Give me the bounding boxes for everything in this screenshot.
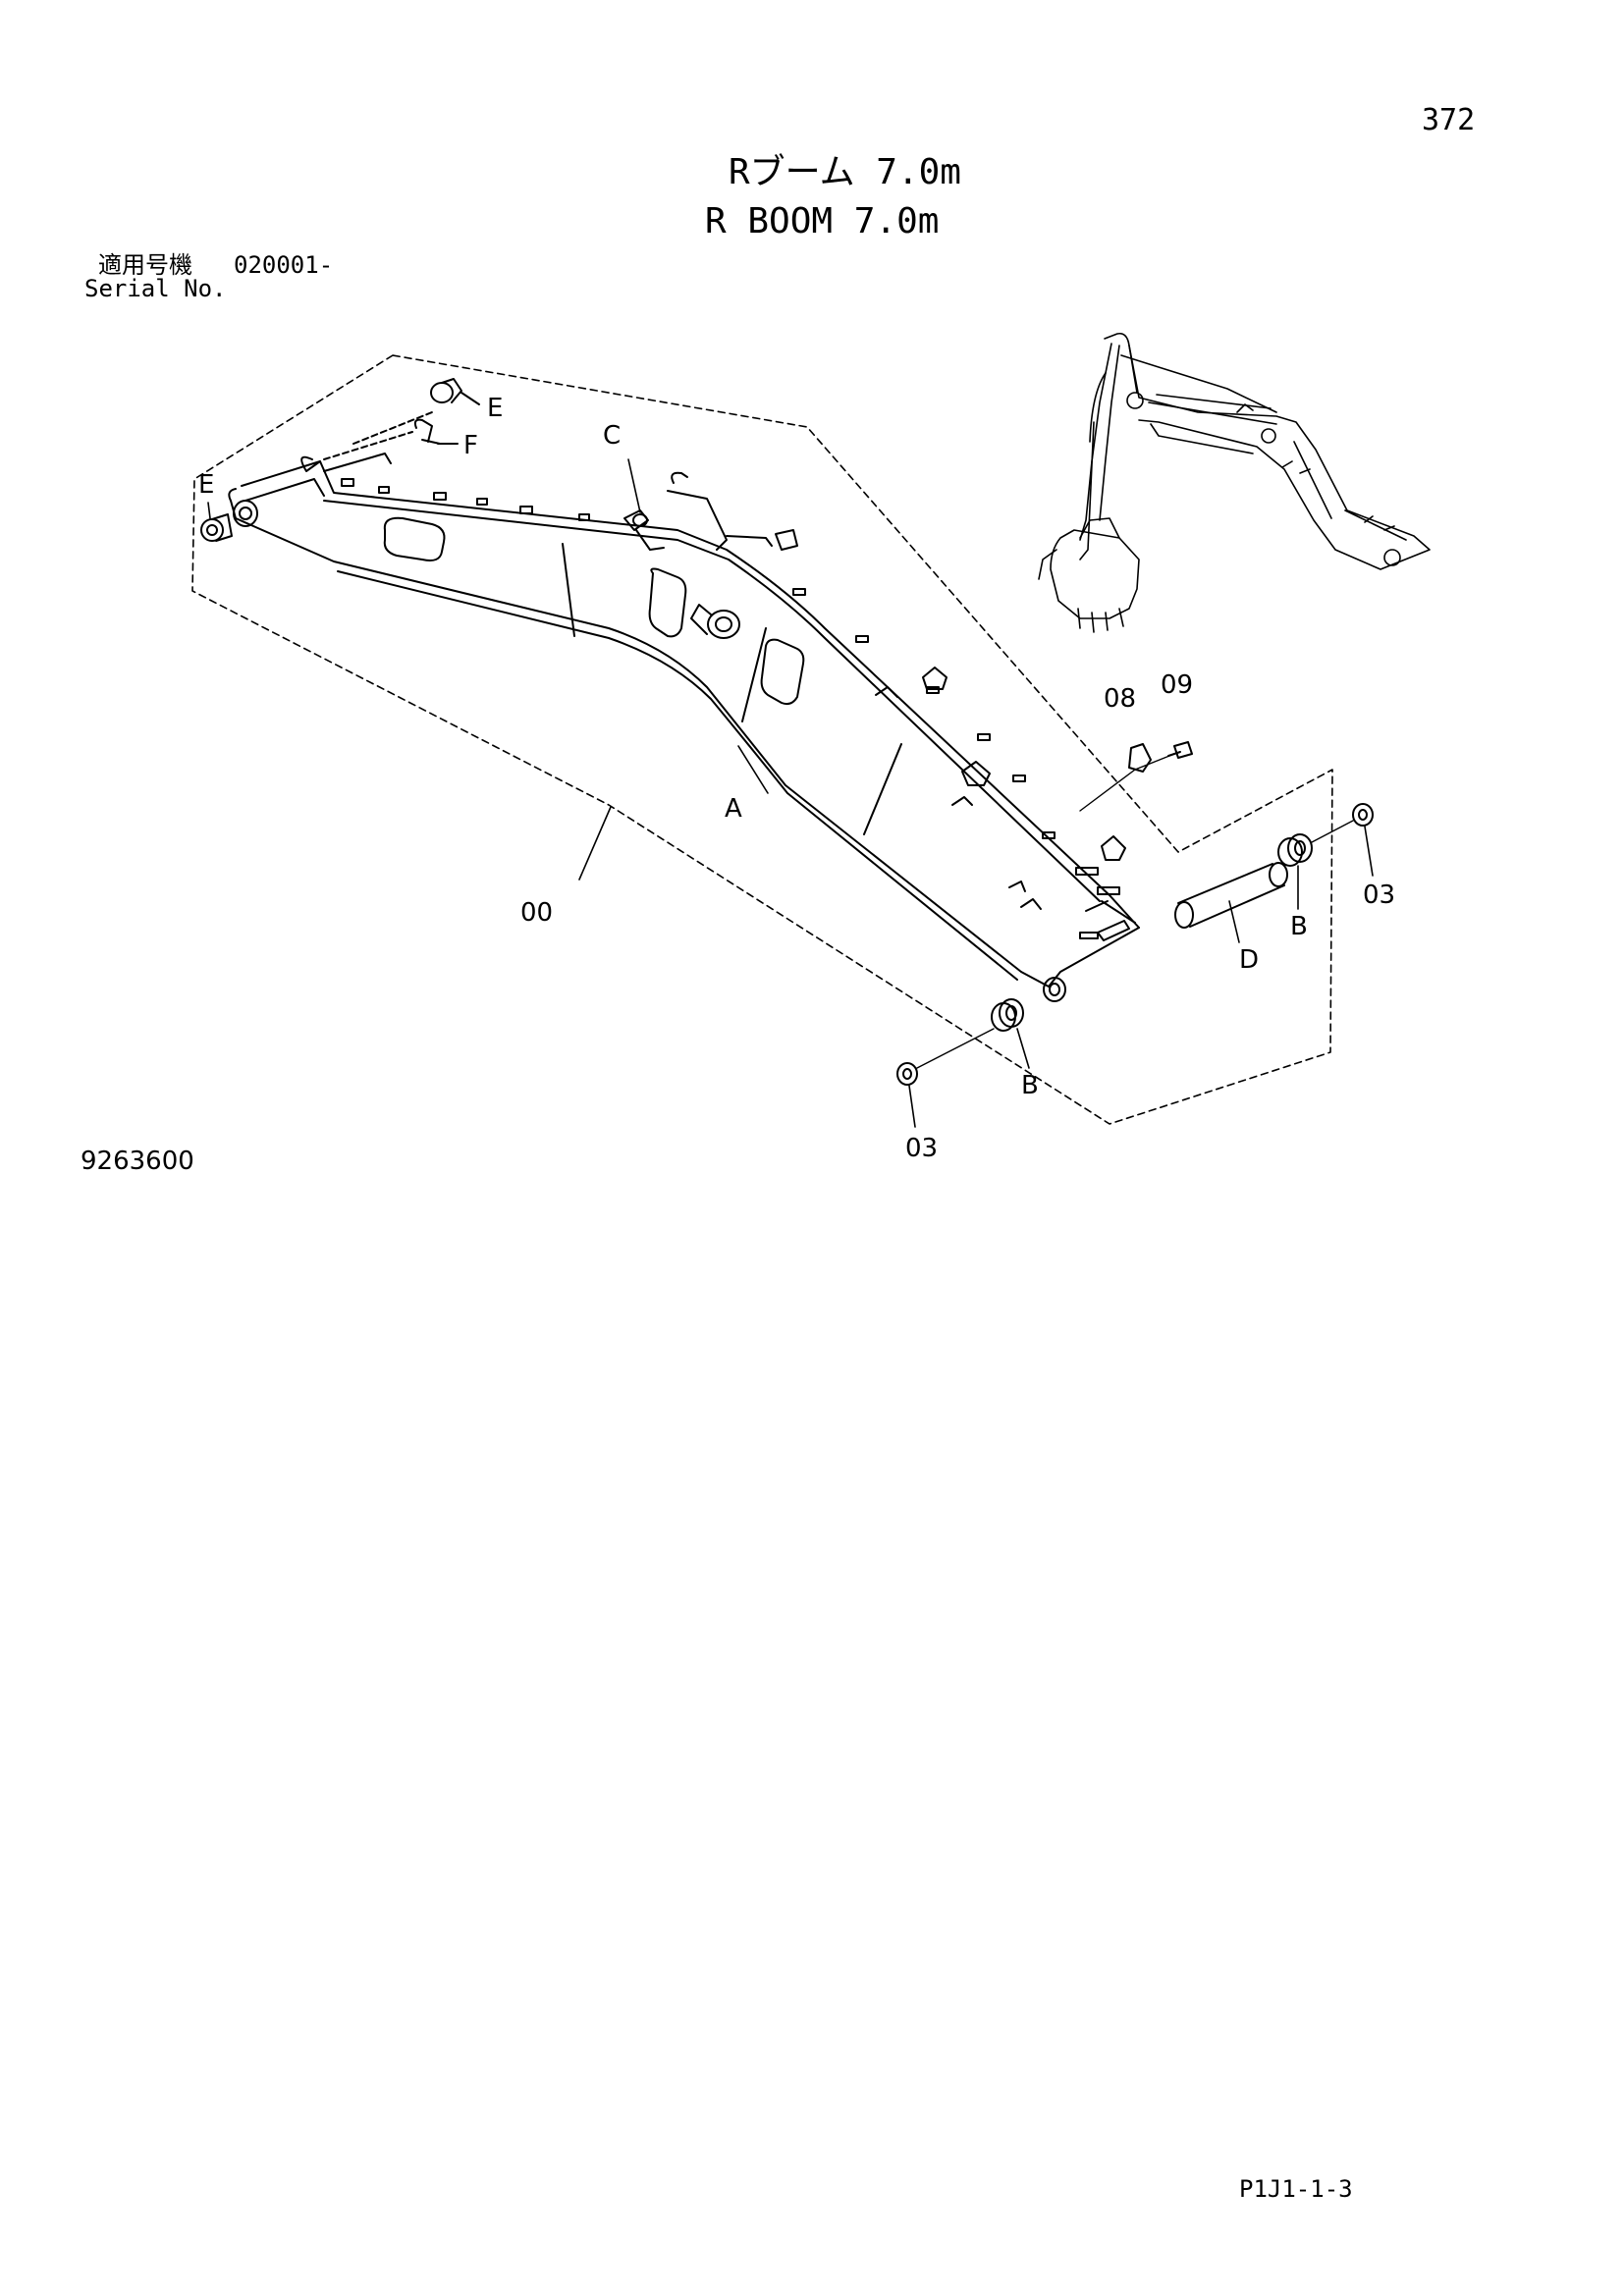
- page-title-en: R BOOM 7.0m: [705, 201, 940, 241]
- callout-bushing-left: E: [198, 470, 214, 500]
- boom-structure: [228, 453, 1140, 1002]
- washer-03-lower: [896, 1062, 918, 1086]
- pin-d: [1174, 862, 1288, 929]
- serial-label-jp: 適用号機: [98, 251, 192, 279]
- callout-plate: F: [463, 431, 478, 460]
- serial-label-en: Serial No.: [84, 275, 227, 302]
- excavator-thumbnail: [1038, 332, 1431, 633]
- bushing-e-left: [200, 513, 233, 542]
- page-title-jp: Rブーム 7.0m: [729, 152, 961, 192]
- footer-code: P1J1-1-3: [1239, 2175, 1353, 2203]
- callout-washer-upper: 03: [1363, 881, 1395, 910]
- callout-pin: D: [1239, 945, 1259, 975]
- callout-washer-lower: 03: [905, 1134, 938, 1163]
- washer-03-upper: [1352, 803, 1374, 827]
- bushing-b-upper: [1277, 833, 1313, 867]
- figure-number: 9263600: [81, 1147, 194, 1176]
- bracket-08: [1128, 743, 1152, 773]
- bushing-b-lower: [991, 998, 1024, 1032]
- callout-bracket: C: [603, 421, 621, 451]
- callout-bolt: 09: [1161, 670, 1193, 700]
- bushing-e-top: [430, 378, 480, 405]
- plate-f: [413, 418, 459, 445]
- callout-bracket-small: 08: [1104, 684, 1136, 714]
- callout-boom: A: [725, 794, 742, 824]
- callout-bushing-top: E: [487, 394, 503, 423]
- serial-value: 020001-: [234, 251, 334, 279]
- page-number: 372: [1422, 103, 1476, 137]
- assembly-outline: [191, 354, 1333, 1125]
- callout-bushing-lower: B: [1021, 1071, 1039, 1100]
- callout-assembly: 00: [520, 898, 553, 928]
- callout-bushing-upper: B: [1290, 912, 1308, 941]
